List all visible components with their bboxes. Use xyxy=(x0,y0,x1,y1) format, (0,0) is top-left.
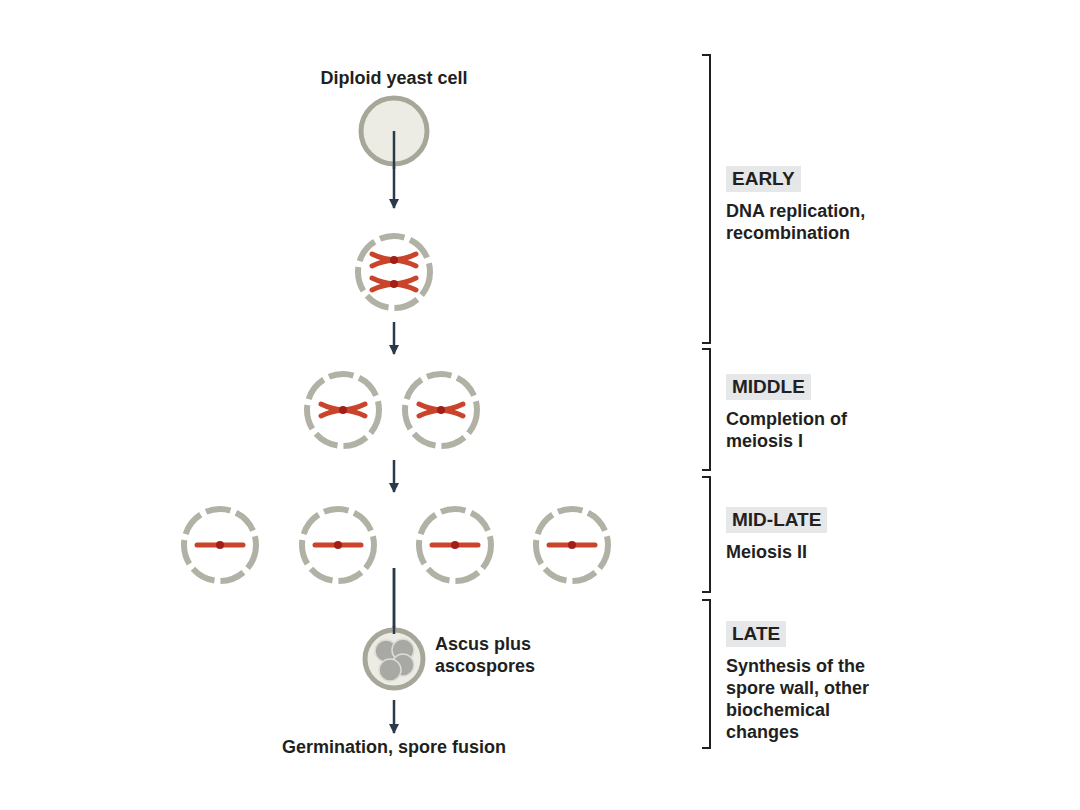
cell-node: Ascus plus ascospores xyxy=(361,626,427,692)
stage-name: MID-LATE xyxy=(726,507,827,533)
cell-membrane xyxy=(358,236,430,308)
ascus-label: Ascus plus ascospores xyxy=(435,633,547,677)
chromosome xyxy=(419,404,463,416)
stage-name: MIDDLE xyxy=(726,374,811,400)
cell-membrane xyxy=(302,509,374,581)
cell-membrane xyxy=(536,509,608,581)
cell-membrane xyxy=(405,374,477,446)
flow-arrow xyxy=(393,460,396,492)
flow-arrow xyxy=(393,568,396,638)
stage-label: MIDDLE Completion of meiosis I xyxy=(726,374,904,452)
flow-arrow xyxy=(393,131,396,208)
chromosome xyxy=(372,278,416,290)
stage-label: EARLY DNA replication, recombination xyxy=(726,166,904,244)
outcome-label: Germination, spore fusion xyxy=(282,736,506,758)
stage-label: MID-LATE Meiosis II xyxy=(726,507,904,563)
cell-shape xyxy=(356,93,432,169)
stage-description: Meiosis II xyxy=(726,541,904,563)
stage-bracket xyxy=(702,477,710,592)
chromosome xyxy=(315,541,361,549)
cell-label: Diploid yeast cell xyxy=(320,67,467,89)
stage-description: DNA replication, recombination xyxy=(726,200,904,244)
chromosome xyxy=(197,541,243,549)
chromosome xyxy=(549,541,595,549)
chromosome xyxy=(321,404,365,416)
cell-node: Diploid yeast cell xyxy=(356,93,432,169)
ascus-shape xyxy=(361,626,427,692)
cell-membrane xyxy=(419,509,491,581)
chromosome xyxy=(372,254,416,266)
stage-description: Synthesis of the spore wall, other bioch… xyxy=(726,655,904,743)
cell-membrane xyxy=(184,509,256,581)
chromosome xyxy=(432,541,478,549)
stage-bracket xyxy=(702,55,710,343)
stage-bracket xyxy=(702,349,710,470)
stage-name: LATE xyxy=(726,621,786,647)
stage-description: Completion of meiosis I xyxy=(726,408,904,452)
flow-arrow xyxy=(393,568,396,638)
stage-label: LATE Synthesis of the spore wall, other b… xyxy=(726,621,904,743)
stage-bracket xyxy=(702,600,710,748)
flow-arrow xyxy=(393,322,396,354)
stage-name: EARLY xyxy=(726,166,801,192)
flow-arrow xyxy=(393,700,396,733)
cell-membrane xyxy=(307,374,379,446)
